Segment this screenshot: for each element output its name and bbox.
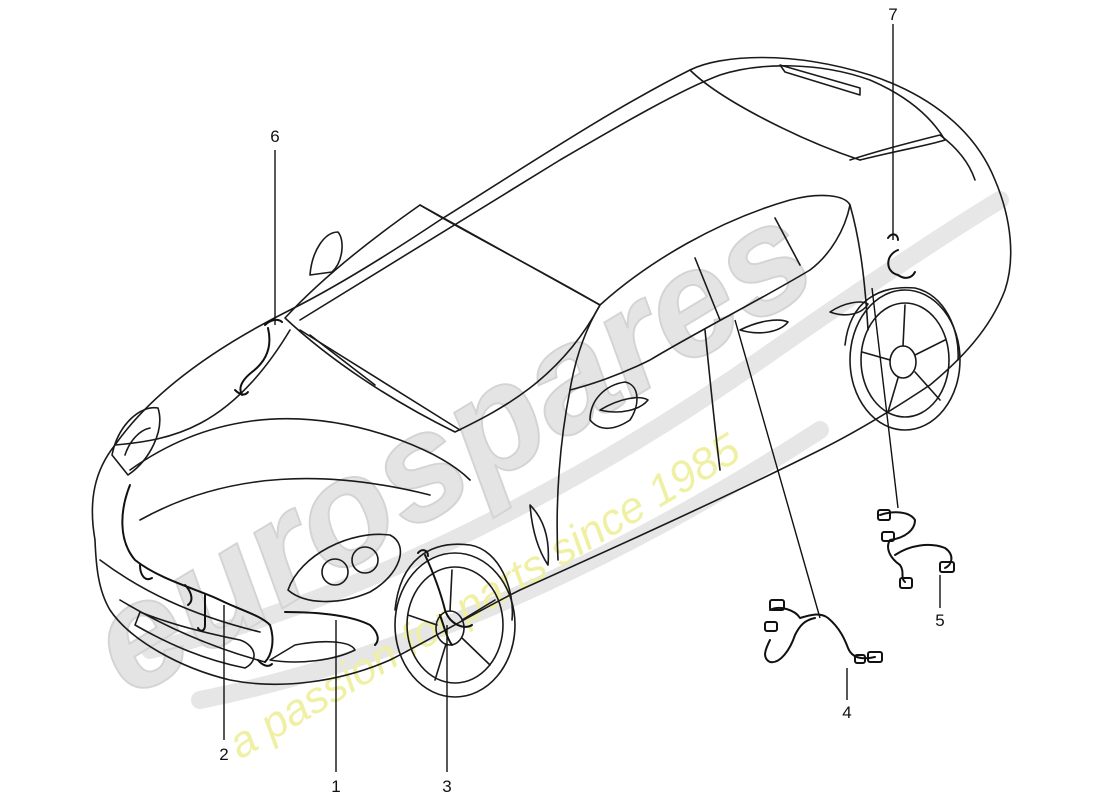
part-harness-4	[764, 599, 883, 664]
car-headlight-left	[111, 407, 161, 476]
harness-rear-wheel	[887, 249, 916, 279]
car-side-windows	[569, 194, 851, 391]
callout-3: 3	[442, 777, 451, 796]
wiring-harnesses	[121, 233, 916, 667]
car-mirror-right	[589, 381, 638, 430]
car-illustration	[91, 56, 1012, 698]
harness-front-bumper	[121, 484, 274, 663]
callout-2: 2	[219, 745, 228, 764]
callout-1: 1	[331, 777, 340, 796]
car-air-intake	[134, 611, 255, 669]
car-headlight-right	[287, 533, 402, 603]
car-roof	[299, 64, 946, 321]
car-outline	[91, 56, 1012, 686]
car-mirror-left	[309, 231, 343, 276]
car-wheel-rear	[844, 286, 961, 431]
harness-front-wheel	[424, 554, 473, 628]
leader-line-4b	[734, 319, 821, 619]
car-wheel-front	[394, 543, 516, 698]
callouts: 1 2 3 4 5 6 7	[219, 5, 944, 796]
leader-line-5b	[871, 287, 899, 509]
leader-lines	[223, 24, 941, 772]
watermark-swoosh	[141, 191, 1009, 709]
part-harness-5	[877, 509, 955, 589]
callout-7: 7	[888, 5, 897, 24]
harness-engine-bay	[239, 327, 271, 396]
callout-4: 4	[842, 703, 851, 722]
callout-5: 5	[935, 611, 944, 630]
watermark: eurospares a passion for parts since 198…	[59, 166, 1009, 769]
callout-6: 6	[270, 127, 279, 146]
